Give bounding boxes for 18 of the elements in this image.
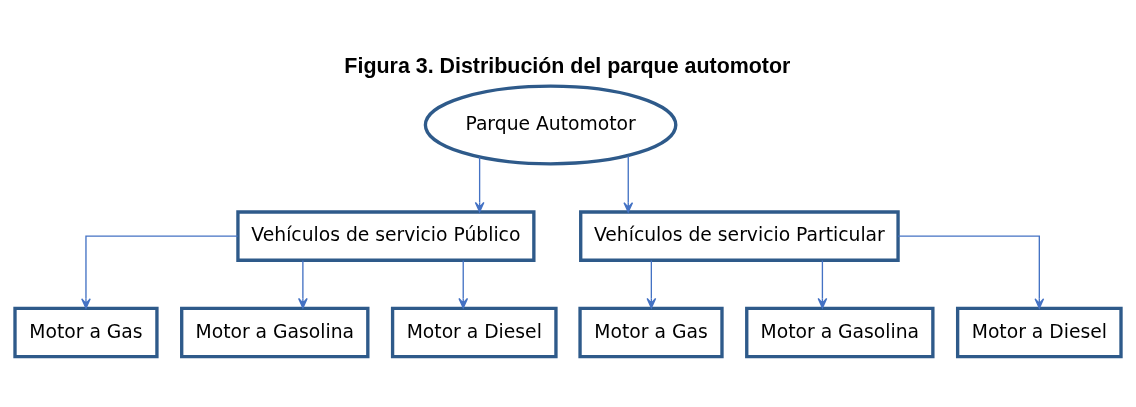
node-box: Vehículos de servicio Público: [236, 209, 536, 262]
arrow: [623, 154, 634, 213]
arrow: [646, 259, 657, 309]
arrow: [817, 259, 828, 309]
node-box: Motor a Gas: [13, 306, 159, 358]
node-box: Motor a Diesel: [390, 306, 558, 358]
arrow: [298, 259, 308, 309]
node-box: Motor a Diesel: [955, 306, 1123, 358]
node-box: Motor a Gasolina: [180, 306, 370, 358]
diagram-title: Figura 3. Distribución del parque automotor: [344, 53, 791, 78]
node-box: Vehículos de servicio Particular: [579, 209, 900, 262]
node-ellipse: Parque Automotor: [423, 84, 678, 165]
arrow: [897, 234, 1045, 309]
arrow: [81, 234, 239, 309]
arrow: [474, 156, 485, 212]
node-box: Motor a Gas: [578, 306, 724, 358]
node-box: Motor a Gasolina: [745, 306, 935, 358]
arrow: [458, 259, 469, 309]
